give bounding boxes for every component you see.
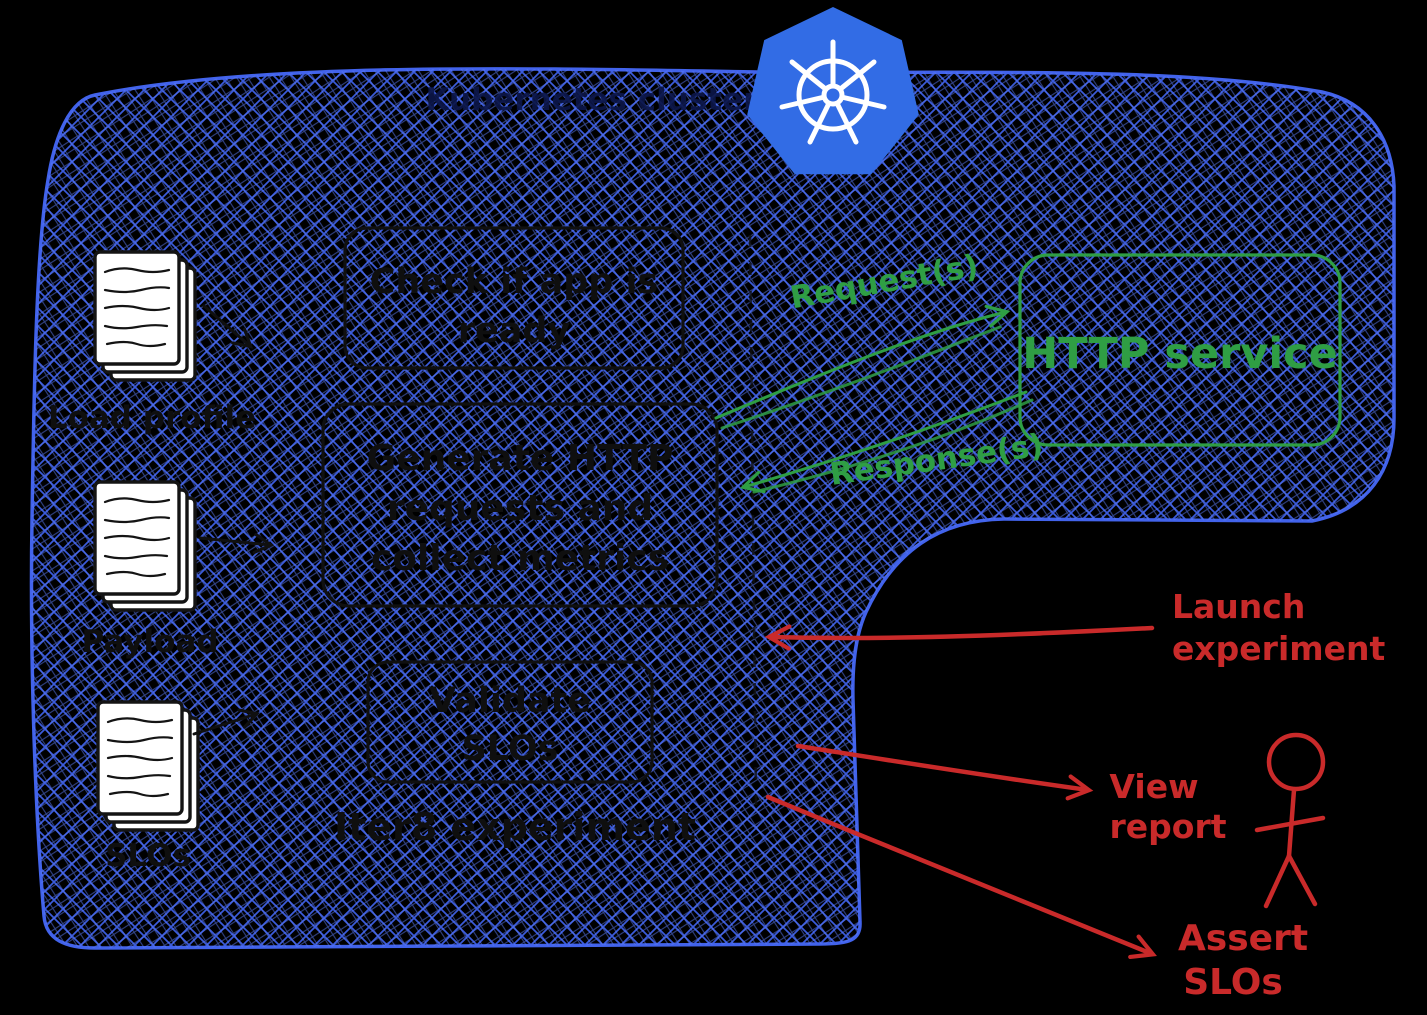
input-slos: SLOs — [96, 700, 261, 874]
view-line-1: View — [1109, 767, 1198, 806]
generate-box-outline — [321, 402, 719, 608]
kubernetes-icon — [747, 7, 919, 175]
assert-line-1: Assert — [1178, 918, 1308, 959]
assert-slos-action: Assert SLOs — [765, 794, 1308, 1003]
request-arrow-line — [714, 304, 1011, 420]
cluster-blob-texture — [31, 68, 1394, 949]
document-stack-icon — [96, 700, 200, 832]
stick-figure-leg-left — [1263, 853, 1292, 909]
input-label: SLOs — [105, 838, 191, 874]
assert-slos-arrow — [765, 794, 1157, 960]
kubernetes-wheel-hub — [821, 83, 845, 107]
slos-arrow — [192, 708, 261, 736]
stick-figure-leg-right — [1286, 853, 1318, 907]
http-service-box: HTTP service — [1018, 253, 1342, 447]
document-stack-icon — [93, 250, 197, 382]
view-line-2: report — [1110, 807, 1227, 846]
request-arrow-sketch — [720, 325, 1002, 430]
step-validate-box: Validate SLOs — [366, 660, 654, 784]
response-arrow-sketch — [752, 398, 1034, 494]
generate-line-3: collect metrics — [371, 538, 669, 579]
input-load-profile: Load profile — [48, 250, 256, 436]
input-label: Load profile — [48, 400, 256, 436]
response-arrow-line — [739, 390, 1028, 494]
assert-line-2: SLOs — [1183, 962, 1283, 1003]
experiment-label: Iter8 experiment — [334, 805, 696, 849]
cluster-title: Kubernetes cluster — [426, 82, 760, 118]
check-line-2: ready — [458, 311, 571, 351]
launch-arrow — [764, 624, 1155, 651]
input-label: Payload — [81, 624, 218, 660]
load-profile-arrow — [202, 304, 254, 349]
cluster-divider — [748, 234, 758, 806]
generate-line-2: requests and — [387, 488, 653, 529]
generate-line-1: Generate HTTP — [367, 438, 674, 479]
validate-line-2: SLOs — [462, 729, 559, 769]
input-payload: Payload — [81, 480, 275, 660]
step-generate-box: Generate HTTP requests and collect metri… — [321, 402, 719, 608]
document-stack-icon — [93, 480, 197, 612]
validate-box-outline — [366, 660, 654, 784]
launch-line-1: Launch — [1172, 587, 1305, 626]
launch-line-2: experiment — [1172, 629, 1386, 668]
payload-arrow — [198, 532, 275, 555]
validate-line-1: Validate — [429, 681, 591, 721]
http-service-outline — [1018, 253, 1342, 447]
stick-figure-head — [1266, 732, 1326, 792]
check-line-1: Check if app is — [370, 262, 659, 302]
http-service-label: HTTP service — [1022, 329, 1338, 379]
stick-figure-arms — [1254, 815, 1326, 833]
cluster-blob — [29, 67, 1396, 950]
launch-experiment-action: Launch experiment — [764, 587, 1386, 668]
stick-figure-icon — [1254, 732, 1326, 909]
view-report-action: View report — [795, 743, 1227, 846]
view-report-arrow — [795, 743, 1094, 801]
check-box-outline — [343, 226, 685, 370]
step-check-box: Check if app is ready — [343, 226, 685, 370]
